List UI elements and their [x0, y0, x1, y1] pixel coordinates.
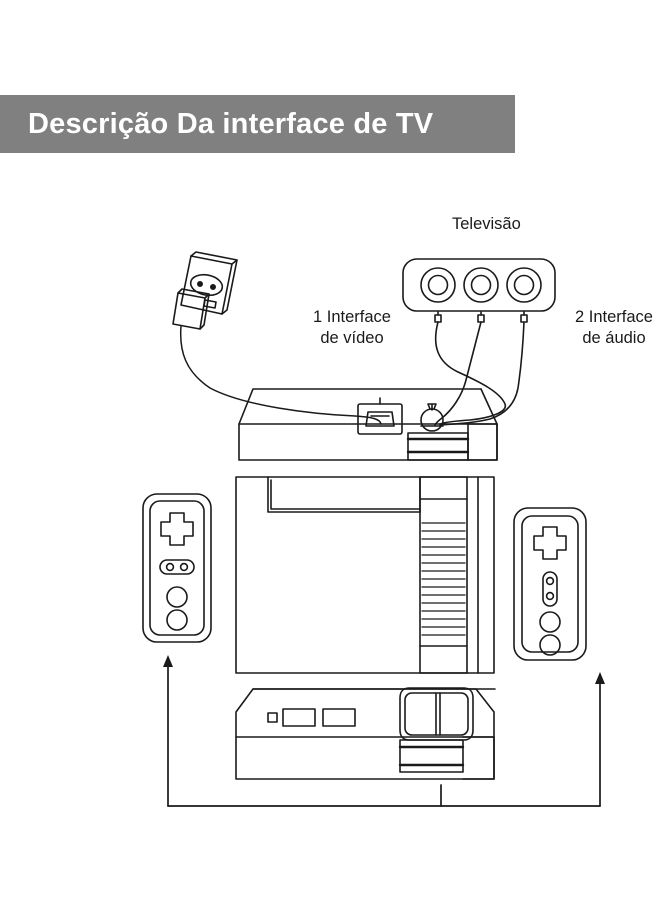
tv-jack-panel — [402, 258, 556, 312]
label-video-line2: de vídeo — [320, 329, 384, 348]
dpad-icon — [160, 512, 194, 546]
controller-ports — [399, 687, 474, 741]
b-button — [539, 611, 561, 633]
av-plug-tip-3 — [520, 311, 528, 323]
label-video-interface: 1 Interface de vídeo — [313, 307, 391, 349]
label-video-line1: 1 Interface — [313, 308, 391, 326]
av-plug-tip-1 — [434, 311, 442, 323]
dc-power-jack — [357, 397, 403, 435]
console-top-view — [235, 476, 495, 674]
av-cables — [434, 311, 528, 426]
power-button — [282, 708, 316, 727]
av-plug-tip-2 — [477, 311, 485, 323]
controller-connection-lines — [163, 655, 605, 807]
a-button — [166, 609, 188, 631]
av-output-connector — [420, 403, 444, 432]
select-start-buttons — [542, 571, 558, 607]
page-title: Descrição Da interface de TV — [28, 107, 434, 140]
dpad-icon — [533, 526, 567, 560]
console-front-view — [235, 687, 496, 780]
label-television: Televisão — [452, 215, 521, 233]
console-rear-view — [238, 388, 498, 461]
label-audio-interface: 2 Interface de áudio — [575, 307, 653, 349]
label-audio-line1: 2 Interface — [575, 308, 653, 326]
controller-right — [513, 507, 587, 661]
reset-button — [322, 708, 356, 727]
b-button — [166, 586, 188, 608]
power-led — [267, 712, 278, 723]
page-title-banner: Descrição Da interface de TV — [0, 95, 515, 153]
select-start-buttons — [159, 559, 195, 575]
wall-socket-icon — [172, 251, 238, 330]
label-audio-line2: de áudio — [582, 329, 646, 348]
controller-left — [142, 493, 212, 643]
power-cable — [179, 325, 382, 425]
a-button — [539, 634, 561, 656]
